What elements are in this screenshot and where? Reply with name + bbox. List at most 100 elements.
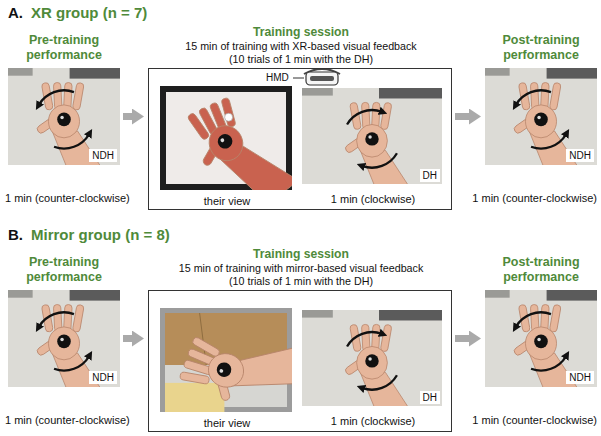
rotation-arrow [531, 134, 566, 149]
ball [57, 113, 71, 127]
palm [357, 124, 388, 157]
description-line: 15 min of training with mirror-based vis… [149, 262, 453, 275]
rotation-arrow [362, 375, 397, 389]
panel-letter: B. [8, 226, 23, 244]
section-heading: Post-training performance [489, 33, 593, 63]
rotation-arrow [39, 90, 74, 105]
rotation-arrow [516, 312, 551, 327]
desk-item [8, 68, 33, 76]
ball [365, 354, 378, 367]
hand-photo [8, 68, 120, 165]
description-line: 15 min of training with XR-based visual … [149, 40, 453, 53]
ball-highlight [60, 338, 63, 341]
finger [221, 97, 236, 127]
section-heading: Pre-training performance [12, 255, 116, 285]
performance-photo: Pre-training performanceNDH1 min (counte… [8, 68, 120, 165]
keyboard [379, 310, 442, 320]
hand-tag: NDH [566, 371, 594, 384]
caption: 1 min (clockwise) [303, 193, 443, 206]
rotation-arrow [54, 356, 89, 371]
mirror-view-photo [160, 308, 292, 412]
hmd-icon [293, 69, 340, 85]
hand-tag: NDH [89, 371, 117, 384]
palm [204, 349, 249, 392]
group-heading: Mirror group (n = 8) [31, 226, 170, 244]
ball [365, 132, 378, 145]
training-session-box: their viewDH1 min (clockwise)Training se… [148, 68, 452, 210]
keyboard [547, 68, 597, 79]
rotation-arrow [531, 356, 566, 371]
hand-tag: DH [420, 391, 440, 404]
rotation-arrow [347, 110, 382, 124]
ball [57, 335, 71, 349]
palm [48, 105, 79, 138]
dominant-hand-photo: DH1 min (clockwise) [303, 89, 443, 185]
ball-highlight [368, 357, 371, 360]
ball [215, 132, 234, 151]
ball-highlight [537, 338, 540, 341]
panel-letter: A. [8, 4, 23, 22]
finger [72, 304, 84, 332]
rotation-arrow [516, 90, 551, 105]
description-line: (10 trials of 1 min with the DH) [149, 275, 453, 288]
palm [525, 327, 556, 360]
caption: their view [161, 417, 293, 430]
keyboard [379, 88, 442, 98]
view-photo: their view [161, 309, 293, 413]
desk-item [302, 88, 333, 96]
group-heading: XR group (n = 7) [31, 4, 147, 22]
description-line: (10 trials of 1 min with the DH) [149, 53, 453, 66]
flow-arrow [455, 335, 470, 342]
finger [380, 102, 392, 130]
hmd-body [306, 72, 338, 85]
caption: 1 min (clockwise) [303, 415, 443, 428]
desk-item [302, 310, 333, 318]
palm [48, 327, 79, 360]
xr-view-photo [160, 86, 292, 190]
view-photo: their view [161, 87, 293, 191]
ball [534, 113, 548, 127]
ball-highlight [537, 116, 540, 119]
ball-highlight [60, 116, 63, 119]
flow-arrow [123, 113, 133, 120]
finger [549, 82, 561, 110]
keyboard [70, 290, 120, 301]
section-heading: Post-training performance [489, 255, 593, 285]
rotation-arrow [54, 134, 89, 149]
keyboard [70, 68, 120, 79]
hand-photo [485, 290, 597, 387]
keyboard [547, 290, 597, 301]
palm [525, 105, 556, 138]
finger [192, 336, 221, 357]
leader-line [293, 78, 304, 79]
caption: 1 min (counter-clockwise) [5, 414, 130, 427]
flow-arrow [123, 335, 133, 342]
caption: 1 min (counter-clockwise) [472, 414, 597, 427]
rotation-arrow [39, 312, 74, 327]
ball-highlight [220, 138, 225, 143]
section-heading: Pre-training performance [12, 33, 116, 63]
device-label: HMD [266, 72, 289, 84]
hand-photo [302, 88, 442, 184]
paper [165, 383, 224, 412]
ball [215, 360, 234, 379]
ball-highlight [368, 135, 371, 138]
finger [549, 304, 561, 332]
performance-photo: Post-training performanceNDH1 min (count… [485, 290, 597, 387]
hand-photo [302, 310, 442, 406]
finger [380, 324, 392, 352]
flow-arrow [455, 113, 470, 120]
ball-highlight [219, 369, 224, 374]
performance-photo: Post-training performanceNDH1 min (count… [485, 68, 597, 165]
section-heading: Training session [149, 25, 453, 40]
finger [72, 82, 84, 110]
caption: 1 min (counter-clockwise) [472, 192, 597, 205]
caption: their view [161, 195, 293, 208]
dominant-hand-photo: DH1 min (clockwise) [303, 311, 443, 407]
rotation-arrow [347, 332, 382, 346]
palm [203, 120, 248, 166]
rotation-arrow [362, 153, 397, 167]
section-heading: Training session [149, 247, 453, 262]
desk-item [485, 290, 510, 298]
